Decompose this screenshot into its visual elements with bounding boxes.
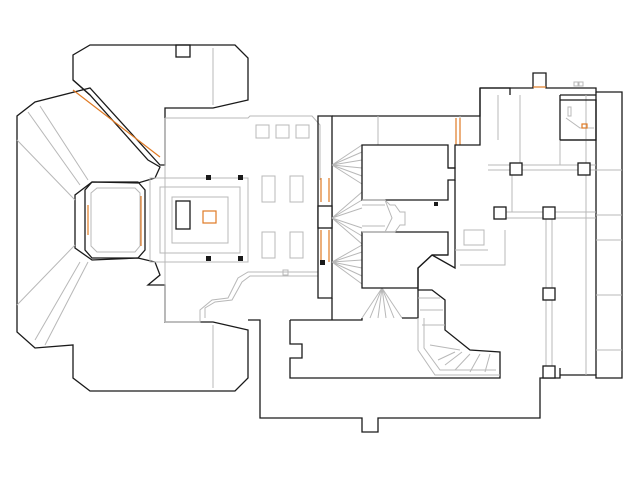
hall-pillar-4 [289, 231, 304, 259]
middle-steps [362, 199, 406, 233]
north-alcove [175, 44, 191, 58]
middle-blocks [361, 144, 456, 289]
hall-corner-se [238, 256, 243, 261]
crate-1 [255, 124, 270, 139]
crate-3 [295, 124, 310, 139]
control-lever [567, 106, 572, 117]
middle-upper-block [361, 144, 456, 201]
south-wing [248, 254, 561, 433]
east-rooms [431, 88, 597, 375]
hall-corner-nw [206, 175, 211, 180]
altar-block [175, 200, 191, 230]
east-pillar-6 [542, 365, 556, 379]
west-floor-lines [16, 105, 89, 346]
crate-2 [275, 124, 290, 139]
north-corridor [331, 87, 511, 320]
central-corridor [317, 87, 511, 320]
east-pillar-5 [542, 287, 556, 301]
west-chamber-steps [90, 187, 141, 253]
south-ramp [165, 271, 318, 323]
east-floor-lines [497, 95, 622, 375]
west-wing [16, 44, 249, 392]
fan-middle [331, 191, 363, 245]
west-chamber [84, 181, 146, 259]
altar-switch [202, 210, 217, 224]
northwest-door [72, 89, 161, 158]
south-outer-wall [248, 319, 561, 433]
corridor-block [317, 205, 333, 229]
hall-pillar-1 [261, 175, 276, 203]
fan-stairs [331, 144, 403, 319]
hall-corner-sw [206, 256, 211, 261]
hall-corner-ne [238, 175, 243, 180]
control-switch [581, 123, 588, 129]
corridor-door-south [320, 230, 330, 262]
east-crate [463, 229, 485, 246]
control-key-2 [578, 81, 584, 87]
east-pillar-2 [577, 162, 591, 176]
central-hall-floor [164, 115, 321, 322]
corridor-marker [320, 260, 325, 265]
east-pillar-4 [542, 206, 556, 220]
lift-marker [282, 269, 289, 276]
east-wing [431, 72, 623, 379]
fan-north [331, 144, 363, 185]
corridor-door-north [320, 178, 330, 202]
north-corridor-door [455, 118, 461, 145]
middle-lower-block [361, 231, 449, 289]
central-hall-inner [149, 177, 249, 263]
control-panel [565, 117, 594, 129]
hall-pillar-2 [289, 175, 304, 203]
south-stairs [417, 297, 500, 376]
control-key [573, 81, 579, 87]
northwest-block [72, 79, 91, 96]
south-east-steps [417, 254, 448, 290]
south-inner-wall [289, 289, 501, 379]
east-corridor [455, 164, 596, 368]
control-room [560, 99, 597, 141]
hall-pillar-3 [261, 231, 276, 259]
middle-marker [434, 202, 438, 206]
west-wing-outer-wall [16, 44, 249, 392]
central-altar [159, 186, 241, 254]
fan-south [331, 244, 363, 285]
east-outer-wall [480, 72, 623, 379]
east-pillar-1 [509, 162, 523, 176]
central-hall [149, 115, 321, 323]
fan-bottom [361, 287, 403, 319]
east-pillar-3 [493, 206, 507, 220]
